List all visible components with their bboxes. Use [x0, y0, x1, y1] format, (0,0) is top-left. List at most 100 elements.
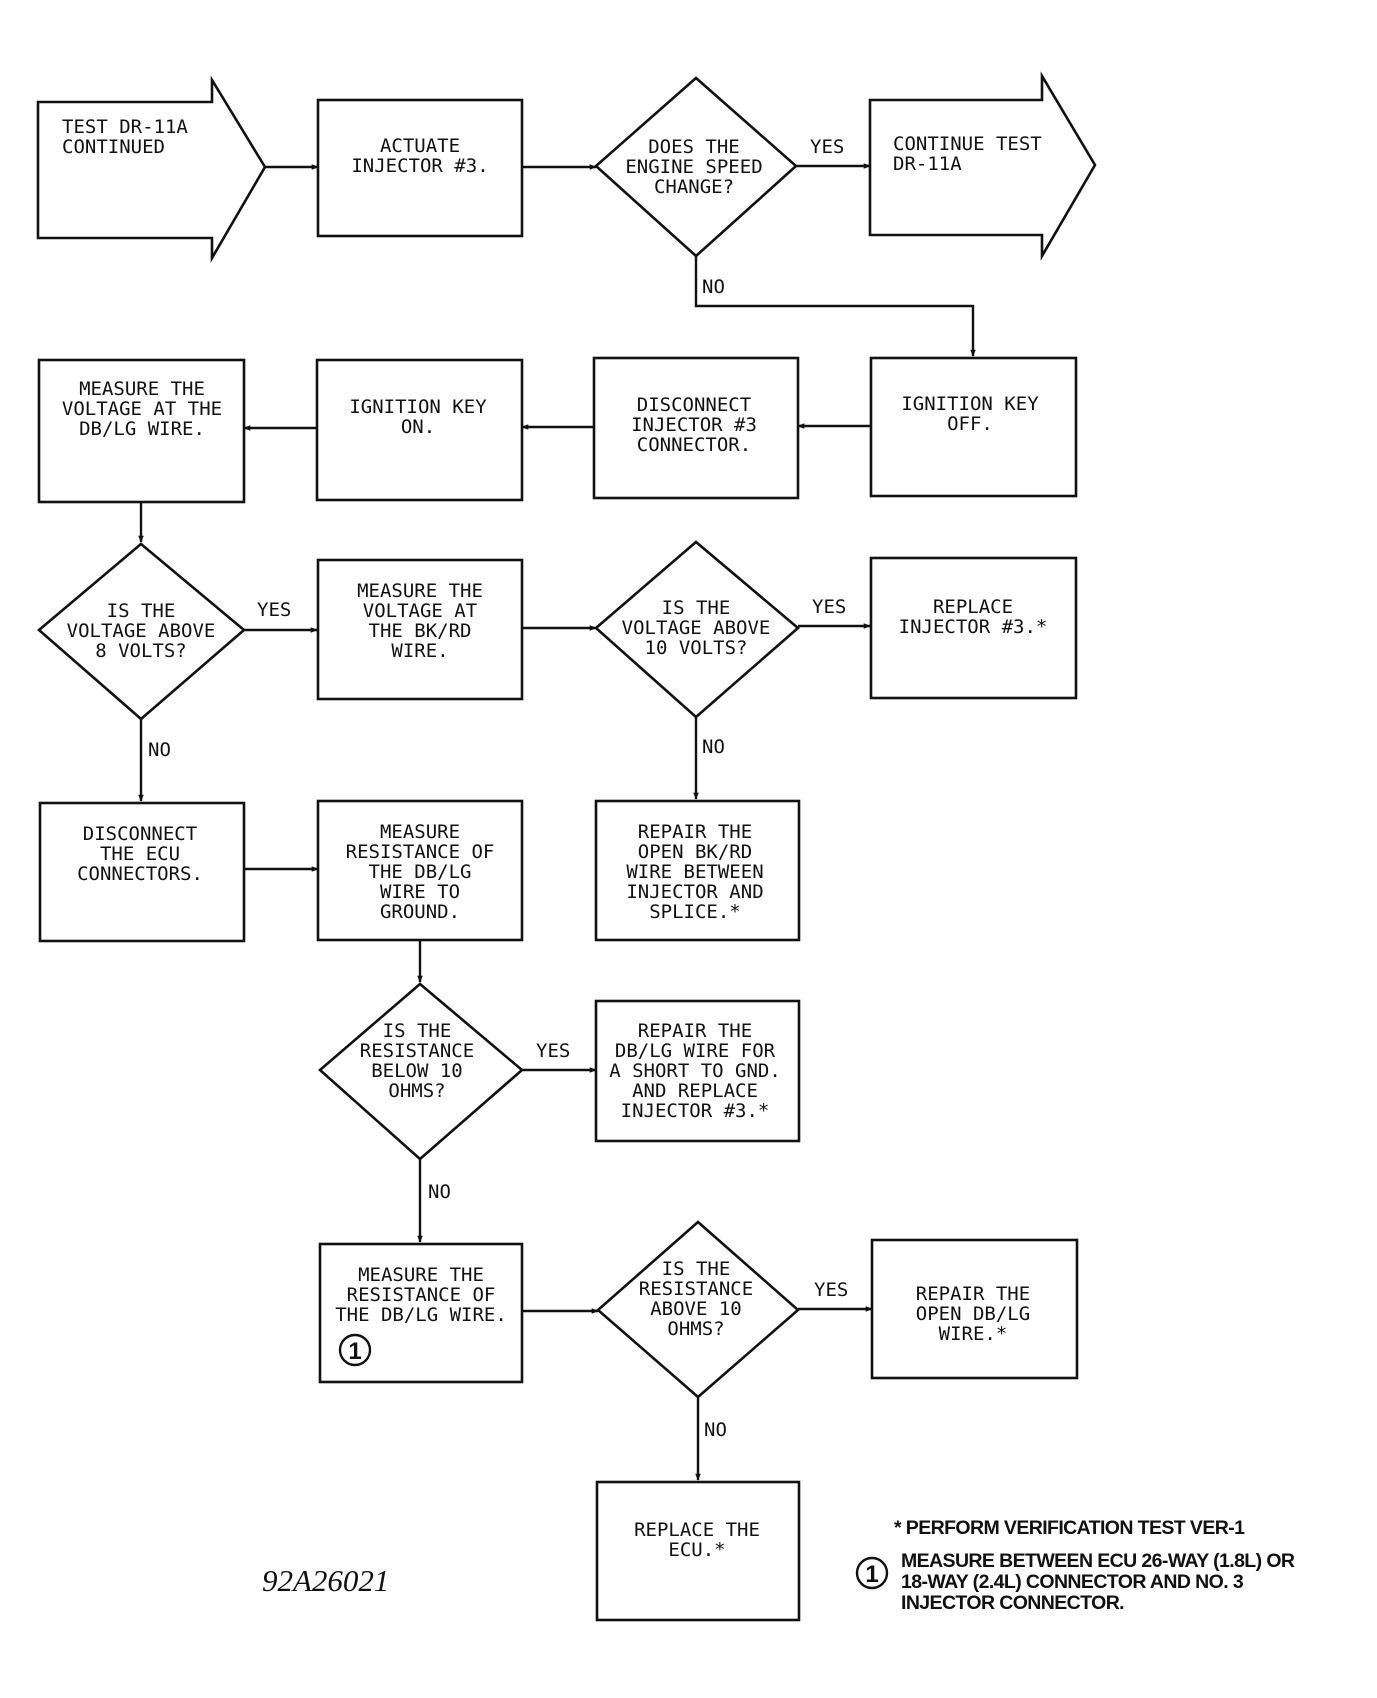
callout-number-in-box: 1: [338, 1333, 372, 1367]
edge-label-speed-no: NO: [702, 276, 725, 298]
edge-label-volt10-yes: YES: [812, 596, 846, 618]
text-line: 8 VOLTS?: [95, 640, 187, 662]
text-line: 10 VOLTS?: [645, 637, 748, 659]
text-line: THE BK/RD: [369, 620, 472, 642]
text-line: IS THE: [662, 597, 731, 619]
text-line: RESISTANCE OF: [346, 841, 495, 863]
text-line: DISCONNECT: [637, 394, 751, 416]
text-line: RESISTANCE OF: [347, 1284, 496, 1306]
text-line: WIRE.*: [939, 1323, 1008, 1345]
text-line: REPAIR THE: [638, 821, 752, 843]
repair-short-box: [594, 999, 801, 1143]
actuate-box: [316, 98, 524, 238]
text-line: THE DB/LG: [369, 861, 472, 883]
text-line: CHANGE?: [654, 176, 734, 198]
volt10-diamond: [594, 540, 800, 719]
text-line: MEASURE BETWEEN ECU 26-WAY (1.8L) OR: [901, 1550, 1295, 1572]
text-line: CONTINUED: [62, 136, 165, 158]
text-line: INJECTOR #3.: [351, 155, 488, 177]
text-line: WIRE.: [391, 640, 448, 662]
text-line: WIRE TO: [380, 881, 460, 903]
measure-res-wire-box: [318, 1242, 524, 1384]
edge-labels: YES NO YES YES NO NO YES NO YES NO: [148, 136, 848, 1441]
text-line: WIRE BETWEEN: [626, 861, 763, 883]
edge-label-speed-yes: YES: [810, 136, 844, 158]
edge-label-volt8-no: NO: [148, 739, 171, 761]
text-line: TEST DR-11A: [62, 116, 188, 138]
text-line: DB/LG WIRE.: [79, 418, 205, 440]
text-line: CONNECTOR.: [637, 434, 751, 456]
text-line: ENGINE SPEED: [625, 156, 762, 178]
edge-label-res-below-yes: YES: [536, 1040, 570, 1062]
text-line: SPLICE.*: [649, 901, 741, 923]
text-line: VOLTAGE AT: [363, 600, 477, 622]
res-above-diamond: [596, 1220, 800, 1399]
text-line: RESISTANCE: [360, 1040, 474, 1062]
measure-dblg-box: [37, 358, 246, 504]
text-line: 18-WAY (2.4L) CONNECTOR AND NO. 3: [901, 1571, 1244, 1593]
text-line: REPAIR THE: [638, 1020, 752, 1042]
edge-label-volt8-yes: YES: [257, 599, 291, 621]
edge-speed-no-to-keyoff: [694, 256, 976, 357]
replace-ecu-box: [595, 1480, 801, 1622]
text-line: INJECTOR AND: [626, 881, 763, 903]
text-line: CONNECTORS.: [77, 863, 203, 885]
text-line: A SHORT TO GND.: [609, 1060, 781, 1082]
text-line: DB/LG WIRE FOR: [615, 1040, 776, 1062]
res-below-diamond: [318, 982, 524, 1161]
text-line: OPEN DB/LG: [916, 1303, 1030, 1325]
edge-label-res-below-no: NO: [428, 1181, 451, 1203]
text-line: ACTUATE: [380, 135, 460, 157]
text-line: INJECTOR CONNECTOR.: [901, 1592, 1124, 1614]
notes: * PERFORM VERIFICATION TEST VER-1 1 MEAS…: [855, 1517, 1296, 1614]
key-off-box: [869, 356, 1078, 498]
repair-bkrd-box: [594, 799, 801, 942]
speed-diamond: [594, 76, 798, 258]
text-line: VOLTAGE ABOVE: [67, 620, 216, 642]
text-line: REPLACE: [933, 596, 1013, 618]
measure-bkrd-box: [316, 558, 524, 701]
text-line: IS THE: [662, 1258, 731, 1280]
text-line: MEASURE THE: [357, 580, 483, 602]
text-line: IGNITION KEY: [901, 393, 1039, 415]
text-line: THE ECU: [100, 843, 180, 865]
text-line: INJECTOR #3.*: [621, 1100, 770, 1122]
text-line: IS THE: [107, 600, 176, 622]
text-line: IGNITION KEY: [349, 396, 487, 418]
repair-open-box: [870, 1238, 1079, 1380]
text-line: VOLTAGE ABOVE: [622, 617, 771, 639]
text-line: OFF.: [947, 413, 993, 435]
text-line: GROUND.: [380, 901, 460, 923]
text-line: ON.: [401, 416, 435, 438]
verification-note: * PERFORM VERIFICATION TEST VER-1: [894, 1517, 1245, 1539]
callout-number-text: 1: [348, 1338, 361, 1365]
continue-arrow-shape: [868, 71, 1097, 261]
note-callout-circle: [855, 1556, 889, 1590]
note-callout-number: 1: [865, 1561, 878, 1588]
shapes: [36, 71, 1097, 1622]
text-line: OHMS?: [388, 1080, 445, 1102]
connectors: [138, 163, 976, 1481]
text-line: BELOW 10: [371, 1060, 463, 1082]
text-line: INJECTOR #3: [631, 414, 757, 436]
text-line: REPLACE THE: [634, 1519, 760, 1541]
volt8-diamond: [37, 542, 247, 721]
text-line: IS THE: [383, 1020, 452, 1042]
text-line: INJECTOR #3.*: [899, 616, 1048, 638]
edge-label-res-above-yes: YES: [814, 1279, 848, 1301]
